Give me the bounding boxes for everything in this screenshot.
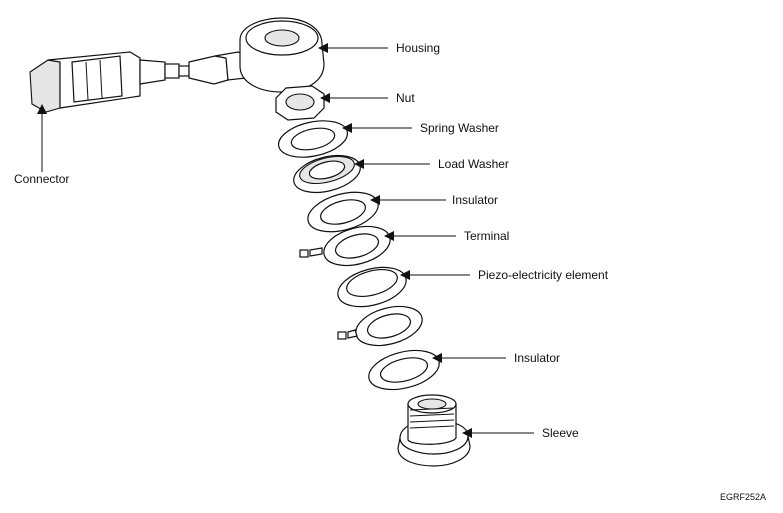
housing-neck-part bbox=[188, 51, 247, 85]
housing-part bbox=[239, 17, 325, 93]
leader-terminal bbox=[384, 231, 456, 241]
leader-insulator-lower bbox=[432, 353, 506, 363]
connector-part bbox=[29, 51, 190, 113]
spring-washer-part bbox=[277, 120, 349, 158]
label-housing: Housing bbox=[396, 41, 441, 55]
label-sleeve: Sleeve bbox=[542, 426, 579, 440]
leader-load-washer bbox=[354, 159, 430, 169]
sleeve-part bbox=[397, 394, 471, 467]
leader-spring-washer bbox=[342, 123, 412, 133]
leader-connector bbox=[37, 104, 47, 172]
insulator-lower-part bbox=[368, 349, 440, 391]
label-insulator-upper: Insulator bbox=[452, 193, 499, 207]
label-nut: Nut bbox=[396, 91, 415, 105]
figure-code: EGRF252A bbox=[720, 492, 767, 502]
label-terminal: Terminal bbox=[464, 229, 510, 243]
label-insulator-lower: Insulator bbox=[514, 351, 561, 365]
label-spring-washer: Spring Washer bbox=[420, 121, 499, 135]
leader-sleeve bbox=[462, 428, 534, 438]
piezo-element-part bbox=[337, 266, 407, 308]
label-load-washer: Load Washer bbox=[438, 157, 509, 171]
lower-terminal-part bbox=[337, 305, 423, 347]
label-piezo-element: Piezo-electricity element bbox=[478, 268, 609, 282]
leader-housing bbox=[318, 43, 388, 53]
leader-piezo-element bbox=[400, 270, 470, 280]
leader-nut bbox=[320, 93, 388, 103]
nut-part bbox=[275, 85, 325, 121]
leader-insulator-upper bbox=[370, 195, 446, 205]
terminal-part bbox=[299, 225, 391, 267]
label-connector: Connector bbox=[14, 172, 70, 186]
